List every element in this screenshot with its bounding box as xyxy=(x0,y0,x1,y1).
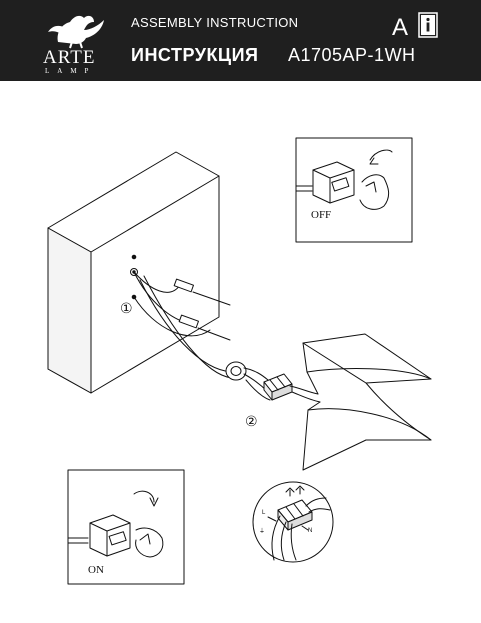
earth-icon: ⏚ xyxy=(259,529,266,535)
wire-connectors xyxy=(173,278,231,341)
griffin-logo-icon xyxy=(48,15,104,49)
brand-name: ARTE xyxy=(43,47,96,68)
switch-on-panel xyxy=(67,469,185,585)
step-2-marker: ② xyxy=(245,414,258,430)
cable-grommet xyxy=(225,361,247,381)
language-mark: A xyxy=(392,14,409,41)
info-book-icon xyxy=(418,12,438,38)
switch-off-panel xyxy=(295,137,413,243)
step-1-marker: ① xyxy=(120,301,133,317)
installation-diagram xyxy=(47,137,432,585)
model-number: A1705AP-1WH xyxy=(288,45,416,65)
wire-label-live: L xyxy=(262,510,266,516)
wire-label-neutral: N xyxy=(308,528,313,534)
switch-off-label: OFF xyxy=(311,209,332,221)
brand-subtitle: LAMP xyxy=(45,67,97,75)
terminal-block xyxy=(263,373,293,401)
title-english: ASSEMBLY INSTRUCTION xyxy=(131,15,299,30)
header-bar: ARTE LAMP ASSEMBLY INSTRUCTION ИНСТРУКЦИ… xyxy=(0,0,481,81)
switch-on-label: ON xyxy=(88,564,104,576)
wall-lamp-fixture xyxy=(302,333,432,471)
title-russian: ИНСТРУКЦИЯ xyxy=(131,45,259,65)
wiring-detail-circle xyxy=(252,481,334,563)
